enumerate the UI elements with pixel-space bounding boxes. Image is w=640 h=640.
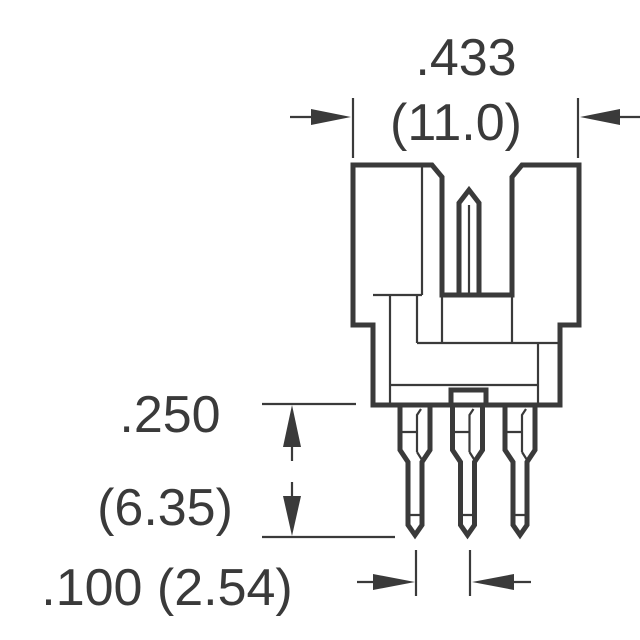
pin [502, 407, 538, 540]
pin [397, 407, 433, 540]
width-dimension-lines [290, 98, 640, 158]
arrow-left-icon [472, 574, 514, 590]
arrow-right-icon [311, 109, 351, 125]
arrow-up-icon [283, 405, 301, 447]
arrow-down-icon [283, 496, 301, 536]
pins [397, 407, 538, 540]
pin-length-dimension-inch: .250 [119, 386, 220, 444]
center-pin [456, 185, 482, 295]
width-dimension-inch: .433 [415, 29, 516, 87]
pitch-dimension-lines [357, 550, 531, 596]
arrow-right-icon [373, 574, 415, 590]
pin [450, 407, 485, 540]
width-dimension-mm: (11.0) [390, 94, 522, 152]
connector-housing [350, 162, 582, 408]
pitch-dimension: .100 (2.54) [41, 559, 293, 617]
arrow-left-icon [580, 109, 620, 125]
pin-length-dimension-mm: (6.35) [97, 479, 233, 537]
pin-length-dimension-lines [262, 402, 395, 539]
